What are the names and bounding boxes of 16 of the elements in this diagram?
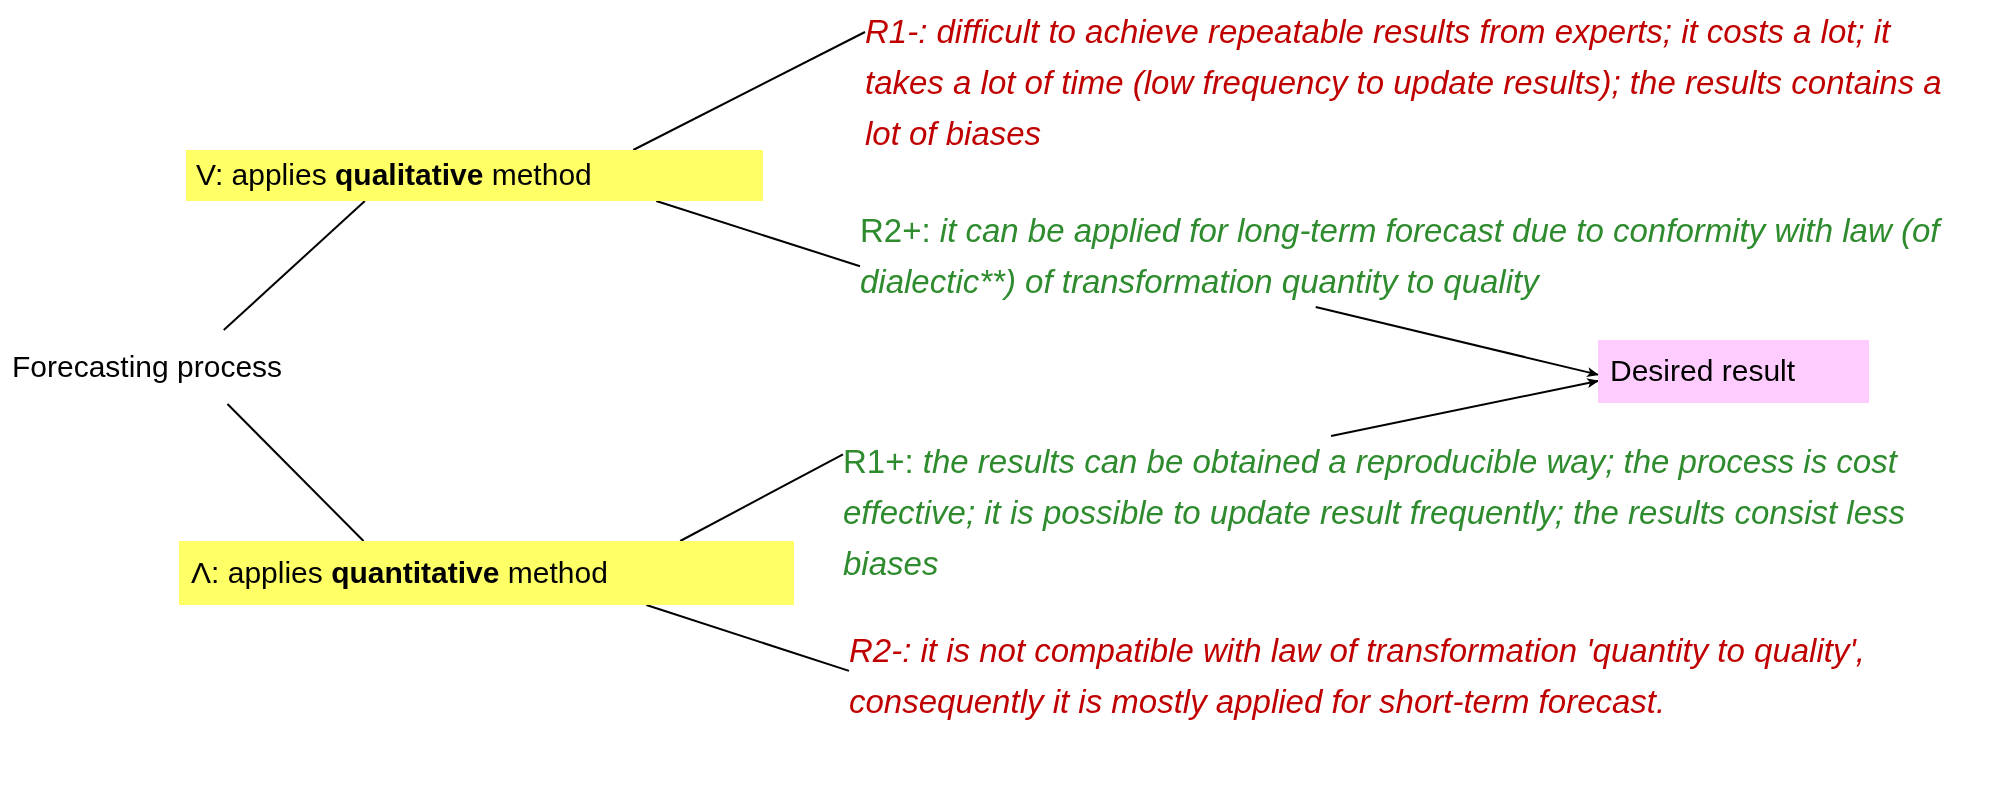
- connector-line: [632, 31, 866, 151]
- arrow: [1330, 378, 1599, 437]
- method-box: Λ: applies quantitative method: [179, 541, 794, 605]
- result-box: Desired result: [1598, 340, 1869, 403]
- note-text: R1-: difficult to achieve repeatable results from experts; it costs a lot; it takes a lot of time (low frequency to update results); the results contains a lot of biases: [865, 6, 1950, 159]
- connector-line: [222, 200, 366, 331]
- note-text: R2-: it is not compatible with law of transformation 'quantity to quality', consequently it is mostly applied for short-term forecast.: [849, 625, 1964, 727]
- method-box: V: applies qualitative method: [186, 150, 763, 201]
- process-label: Forecasting process: [8, 330, 380, 404]
- note-text: R1+: the results can be obtained a reproducible way; the process is cost effective; it is possible to update result frequently; the results consist less biases: [843, 436, 1978, 589]
- connector-line: [226, 403, 365, 542]
- note-text: R2+: it can be applied for long-term forecast due to conformity with law (of dialectic**) of transformation quantity to quality: [860, 205, 1945, 307]
- connector-line: [679, 453, 844, 542]
- connector-line: [655, 200, 861, 268]
- arrow: [1314, 306, 1599, 377]
- connector-line: [645, 604, 850, 672]
